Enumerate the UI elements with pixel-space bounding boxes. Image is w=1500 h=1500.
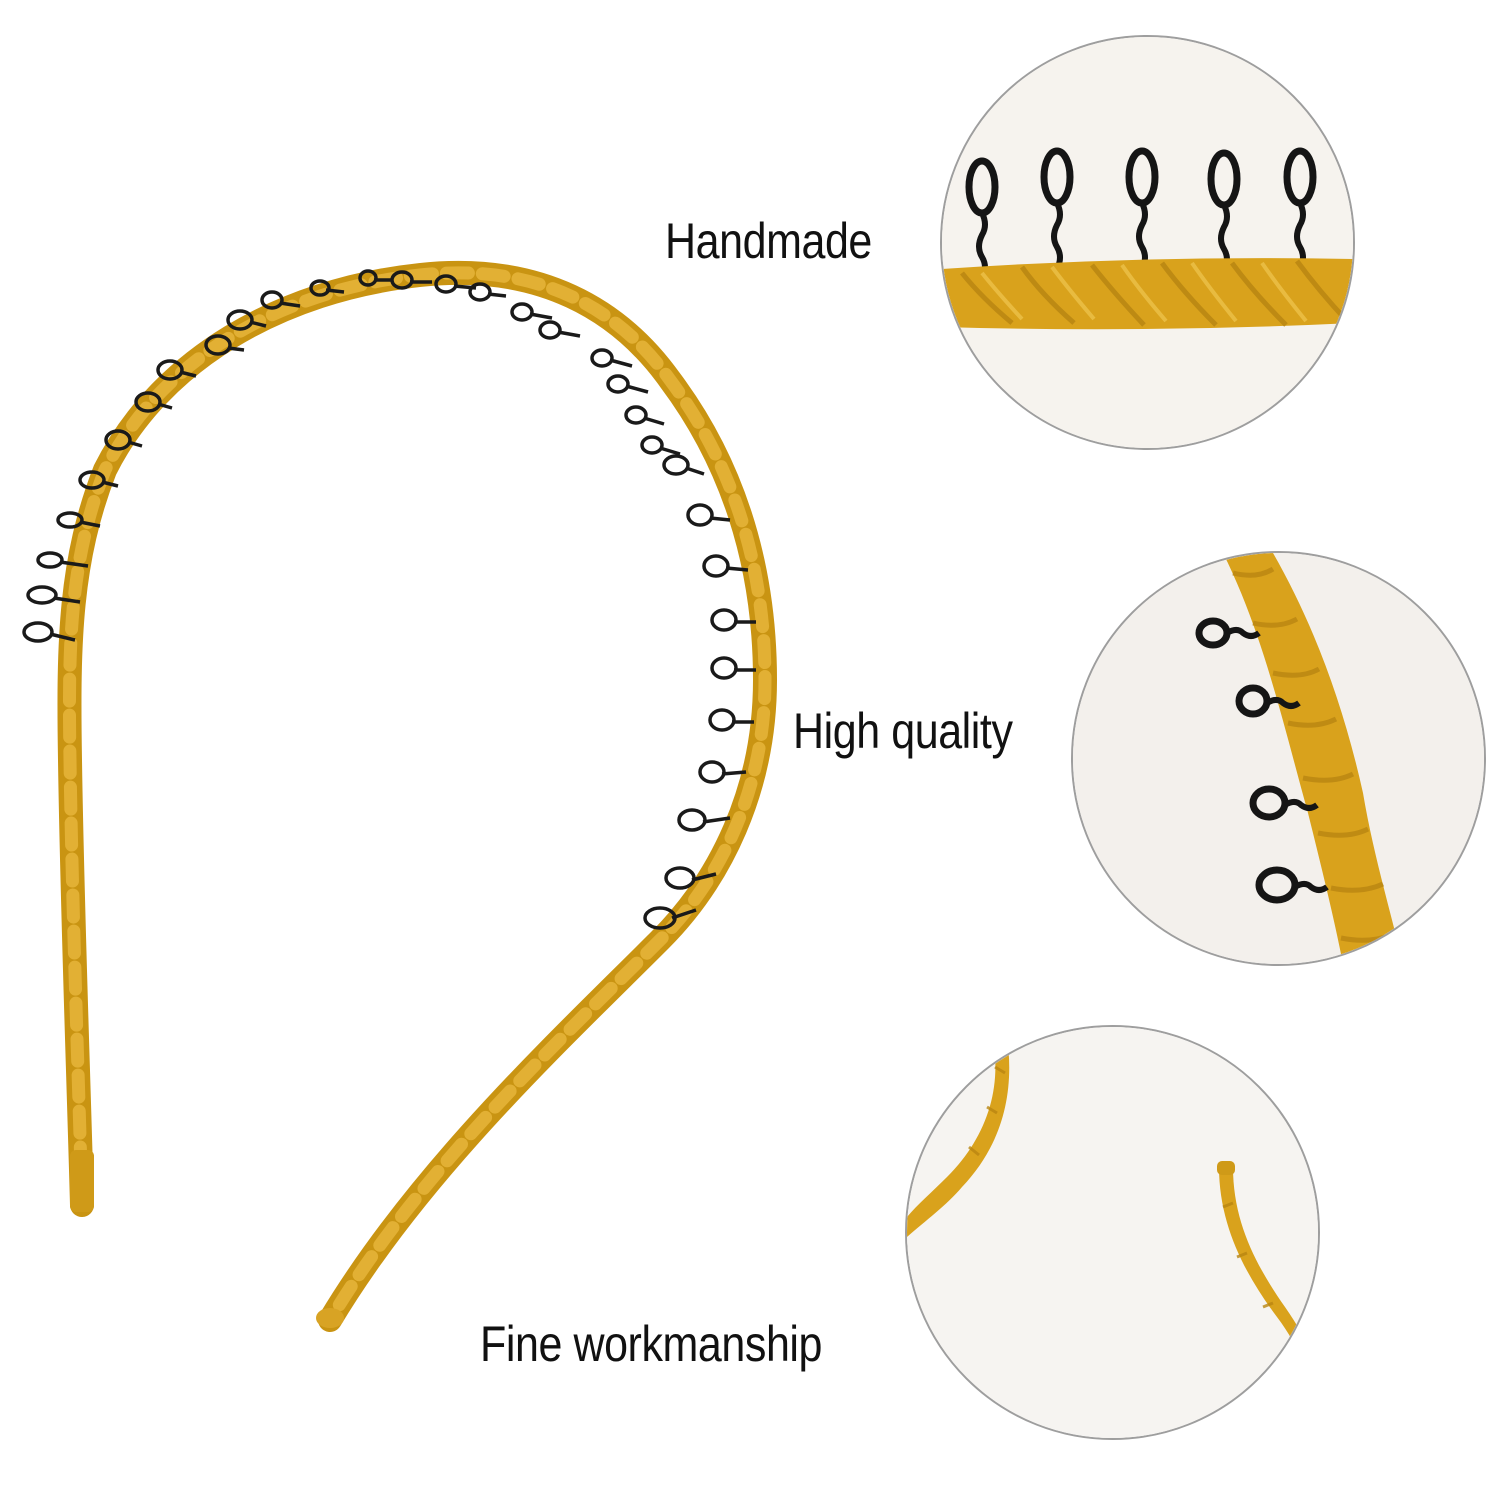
band-end-cap-left	[70, 1150, 94, 1212]
fine-workmanship-detail-circle	[905, 1025, 1320, 1440]
twisted-band-closeup	[942, 37, 1353, 448]
high-quality-label: High quality	[793, 703, 1013, 759]
band-end-cap-right	[316, 1308, 344, 1328]
band-side-closeup	[1073, 553, 1484, 964]
high-quality-detail-circle	[1071, 551, 1486, 966]
headband-band-highlight	[62, 266, 772, 1327]
headband-band	[57, 260, 778, 1332]
handmade-detail-circle	[940, 35, 1355, 450]
handmade-label: Handmade	[665, 213, 872, 269]
wire-loops-left	[22, 269, 507, 643]
band-ends-closeup	[907, 1027, 1318, 1438]
wire-loops-right	[510, 302, 756, 930]
fine-workmanship-label: Fine workmanship	[480, 1316, 823, 1372]
